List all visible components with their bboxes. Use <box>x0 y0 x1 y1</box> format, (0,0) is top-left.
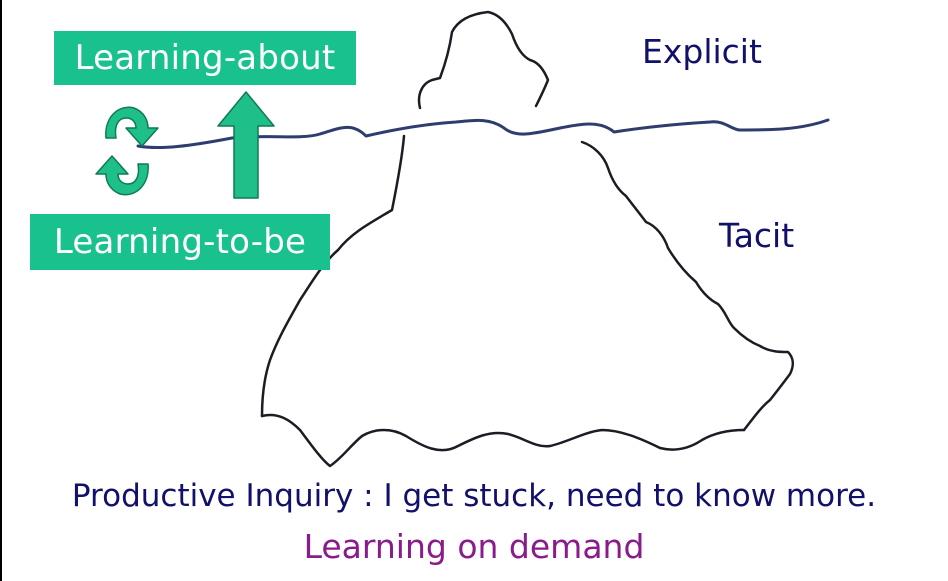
learning-on-demand-text: Learning on demand <box>303 527 645 566</box>
explicit-label: Explicit <box>642 32 762 71</box>
cycle-arrow-bottom <box>95 155 149 196</box>
tacit-label: Tacit <box>719 216 795 255</box>
learning-to-be-label: Learning-to-be <box>53 222 307 262</box>
learning-about-label: Learning-about <box>74 38 336 78</box>
learning-to-be-box: Learning-to-be <box>30 214 330 270</box>
water-line <box>136 118 830 150</box>
cycle-arrows-icon <box>95 106 159 196</box>
iceberg-bottom-outline <box>260 413 746 468</box>
iceberg-left-outline <box>260 134 406 418</box>
learning-about-box: Learning-about <box>54 31 356 85</box>
iceberg-tip-outline <box>417 10 550 110</box>
cycle-arrow-top <box>105 106 159 147</box>
productive-inquiry-text: Productive Inquiry : I get stuck, need t… <box>71 478 877 514</box>
iceberg-right-outline <box>580 140 794 432</box>
up-arrow-icon <box>217 91 275 199</box>
left-border <box>0 0 2 581</box>
